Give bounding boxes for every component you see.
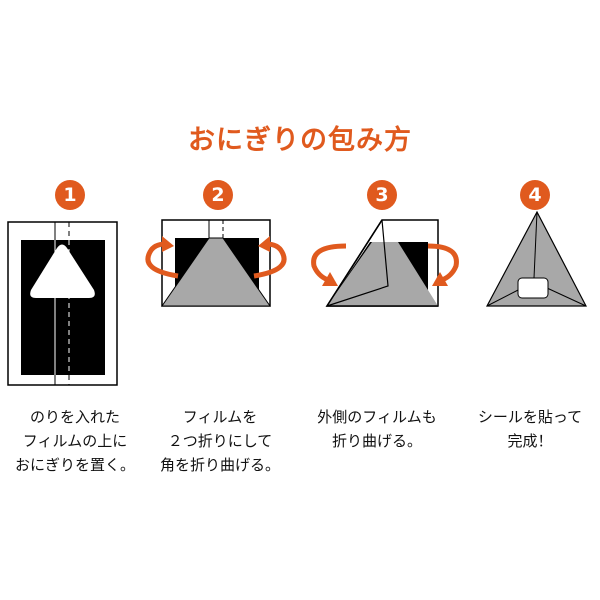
step-3-badge: 3 [367,180,397,210]
step-4-badge: 4 [520,180,550,210]
onigiri-shape [30,244,95,298]
step-4-caption: シールを貼って 完成！ [477,408,583,450]
step-2-caption: フィルムを ２つ折りにして 角を折り曲げる。 [159,408,280,474]
step-1-badge: 1 [55,180,85,210]
fold-arrow-left-icon [145,241,179,279]
seal-sticker [517,277,549,299]
step-1-caption: のりを入れた フィルムの上に おにぎりを置く。 [14,408,135,474]
fold-arrow-left-icon [311,243,347,283]
fold-arrow-right-icon [427,243,459,283]
step-3-caption: 外側のフィルムも 折り曲げる。 [317,408,437,450]
step-2-badge: 2 [203,180,233,210]
step-2-illustration [145,219,287,307]
page-title: おにぎりの包み方 [188,125,412,156]
step-3-illustration [311,219,459,307]
fold-arrow-right-icon [253,241,287,279]
step-1-illustration [7,221,118,386]
step-4-illustration [486,210,587,307]
